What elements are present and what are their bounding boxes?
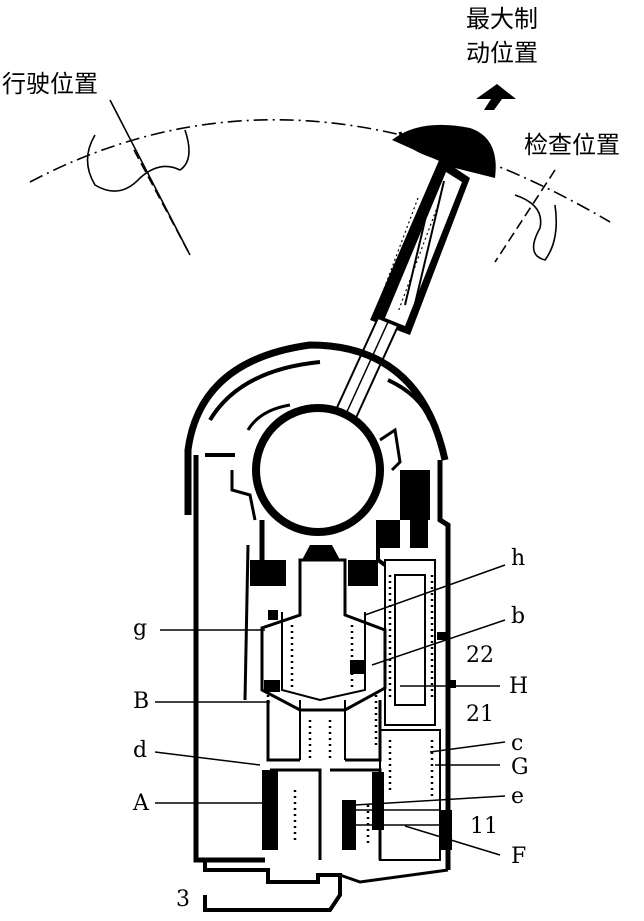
label-max-brake-line1: 最大制 <box>466 5 538 33</box>
label-g: g <box>133 616 148 641</box>
label-3: 3 <box>176 887 190 912</box>
label-max-brake-line2: 动位置 <box>466 39 538 67</box>
label-h: h <box>511 546 526 571</box>
label-F: F <box>511 844 527 869</box>
running-position-line <box>109 99 191 256</box>
label-21: 21 <box>466 702 494 727</box>
label-11: 11 <box>470 814 498 839</box>
check-position-line <box>494 169 556 263</box>
label-22: 22 <box>466 643 494 668</box>
lever-handle <box>333 124 496 422</box>
label-H: H <box>509 674 529 699</box>
piston-assembly <box>260 558 441 861</box>
label-A: A <box>133 791 149 816</box>
label-max-brake: 最大制动位置 <box>466 2 538 70</box>
springs <box>266 575 434 845</box>
label-G: G <box>511 755 529 780</box>
travel-arc <box>29 119 611 223</box>
check-wave <box>514 194 558 261</box>
label-d: d <box>133 738 148 763</box>
running-wave <box>86 129 190 192</box>
label-c: c <box>511 731 524 756</box>
leader-lines <box>154 564 506 856</box>
label-running-position: 行驶位置 <box>2 70 98 98</box>
label-e: e <box>511 784 525 809</box>
label-check-position: 检查位置 <box>524 131 620 159</box>
max-brake-arrow <box>476 84 516 110</box>
label-B: B <box>133 689 150 714</box>
housing <box>184 341 451 912</box>
label-b: b <box>511 604 526 629</box>
seals <box>250 470 456 850</box>
